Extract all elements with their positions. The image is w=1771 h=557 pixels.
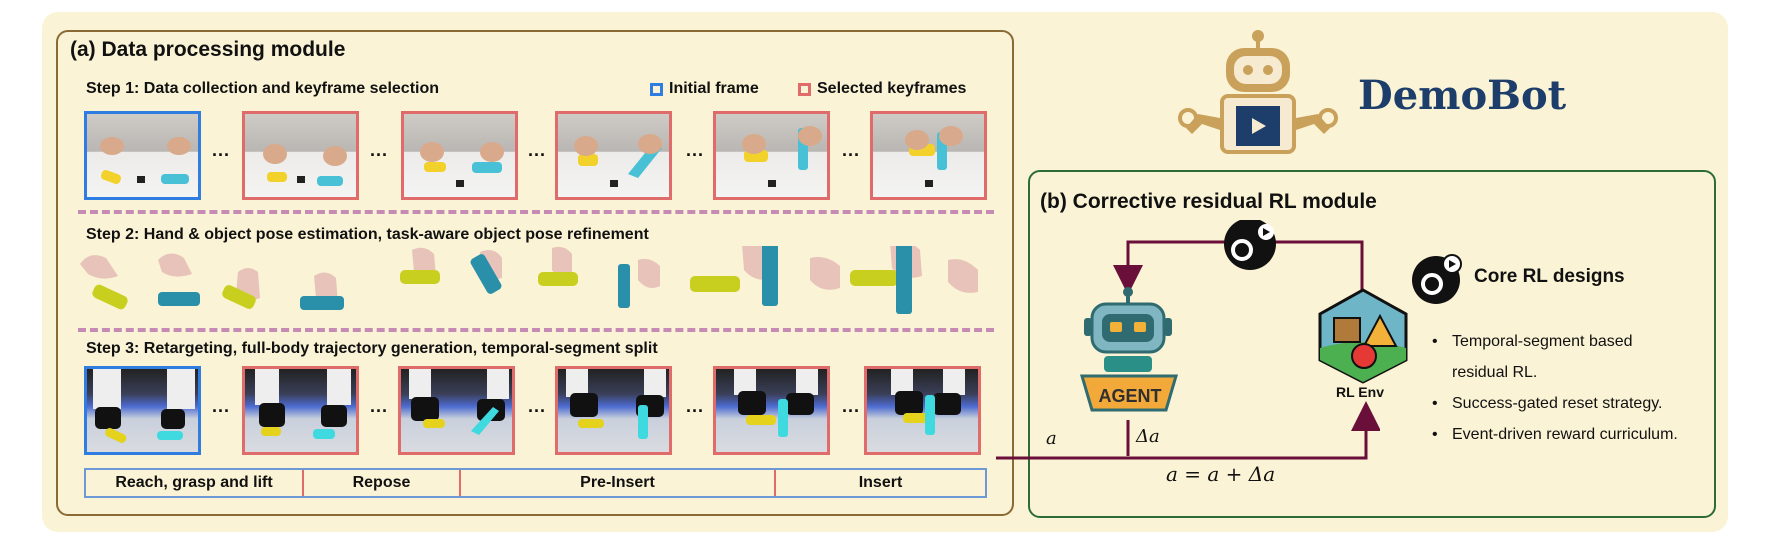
step1-frame-6 [870, 111, 987, 200]
step1-frame-1 [84, 111, 201, 200]
core-rl-list: Temporal-segment based residual RL. Succ… [1432, 326, 1678, 450]
step3-frame-6 [864, 366, 981, 455]
step-separator [78, 328, 994, 332]
keyframe-swatch [798, 82, 811, 96]
legend-selected-label: Selected keyframes [817, 80, 967, 97]
step3-frame-2 [242, 366, 359, 455]
agent-label: AGENT [1098, 386, 1162, 406]
action-arrow [996, 401, 1380, 460]
step3-label: Step 3: Retargeting, full-body trajector… [86, 340, 658, 357]
panel-b-title: (b) Corrective residual RL module [1040, 190, 1377, 213]
brand-name: DemoBot [1358, 72, 1567, 119]
ellipsis: ... [528, 140, 547, 160]
step2-label: Step 2: Hand & object pose estimation, t… [86, 226, 649, 243]
gear-play-icon [1224, 220, 1276, 270]
ellipsis: ... [212, 140, 231, 160]
ellipsis: ... [686, 140, 705, 160]
ellipsis: ... [370, 396, 389, 416]
a-demo-text: a [1046, 428, 1057, 449]
object-render [92, 246, 912, 314]
temporal-segment-bar: Reach, grasp and lift Repose Pre-Insert … [84, 468, 987, 498]
segment-insert: Insert [858, 474, 903, 491]
rl-env-label: RL Env [1336, 384, 1384, 400]
initial-frame-swatch [650, 82, 663, 96]
rl-env-icon [1318, 288, 1408, 384]
legend-initial-label: Initial frame [669, 80, 759, 97]
demobot-robot-logo [1178, 30, 1338, 154]
corrective-rl-panel [1028, 170, 1716, 518]
agent-robot-icon [1080, 287, 1179, 412]
hand-render [80, 246, 978, 306]
segment-repose: Repose [304, 470, 461, 496]
step1-frame-3 [401, 111, 518, 200]
ellipsis: ... [842, 396, 861, 416]
legend-selected-keyframes: Selected keyframes [798, 80, 966, 98]
action-equation: a = a + Δa [1166, 462, 1276, 486]
delta-a-text: Δa [1136, 426, 1160, 447]
ellipsis: ... [842, 140, 861, 160]
ellipsis: ... [686, 396, 705, 416]
step3-frame-4 [555, 366, 672, 455]
data-processing-panel [56, 30, 1014, 516]
step3-frame-1 [84, 366, 201, 455]
ellipsis: ... [370, 140, 389, 160]
panel-a-title: (a) Data processing module [70, 38, 346, 61]
segment-pre-insert: Pre-Insert [461, 470, 776, 496]
step3-frame-5 [713, 366, 830, 455]
bullet-item-continuation: residual RL. [1452, 364, 1538, 381]
segment-reach-grasp-lift: Reach, grasp and lift [86, 470, 304, 496]
step1-frame-2 [242, 111, 359, 200]
ellipsis: ... [212, 396, 231, 416]
step1-frame-4 [555, 111, 672, 200]
legend-initial-frame: Initial frame [650, 80, 759, 98]
pose-estimation-renders [80, 246, 978, 314]
bullet-item: Event-driven reward curriculum. [1432, 419, 1678, 450]
rl-loop-diagram [996, 220, 1380, 460]
step1-label: Step 1: Data collection and keyframe sel… [86, 80, 440, 97]
a-demo-label: a [1046, 428, 1057, 449]
bullet-item: Success-gated reset strategy. [1432, 388, 1678, 419]
ellipsis: ... [528, 396, 547, 416]
core-rl-title: Core RL designs [1474, 266, 1625, 287]
bullet-item: Temporal-segment based [1432, 326, 1678, 357]
step-separator [78, 210, 994, 214]
step1-frame-5 [713, 111, 830, 200]
step3-frame-3 [398, 366, 515, 455]
delta-a-label: Δa [1136, 426, 1160, 447]
core-rl-gear-icon [1412, 254, 1462, 304]
